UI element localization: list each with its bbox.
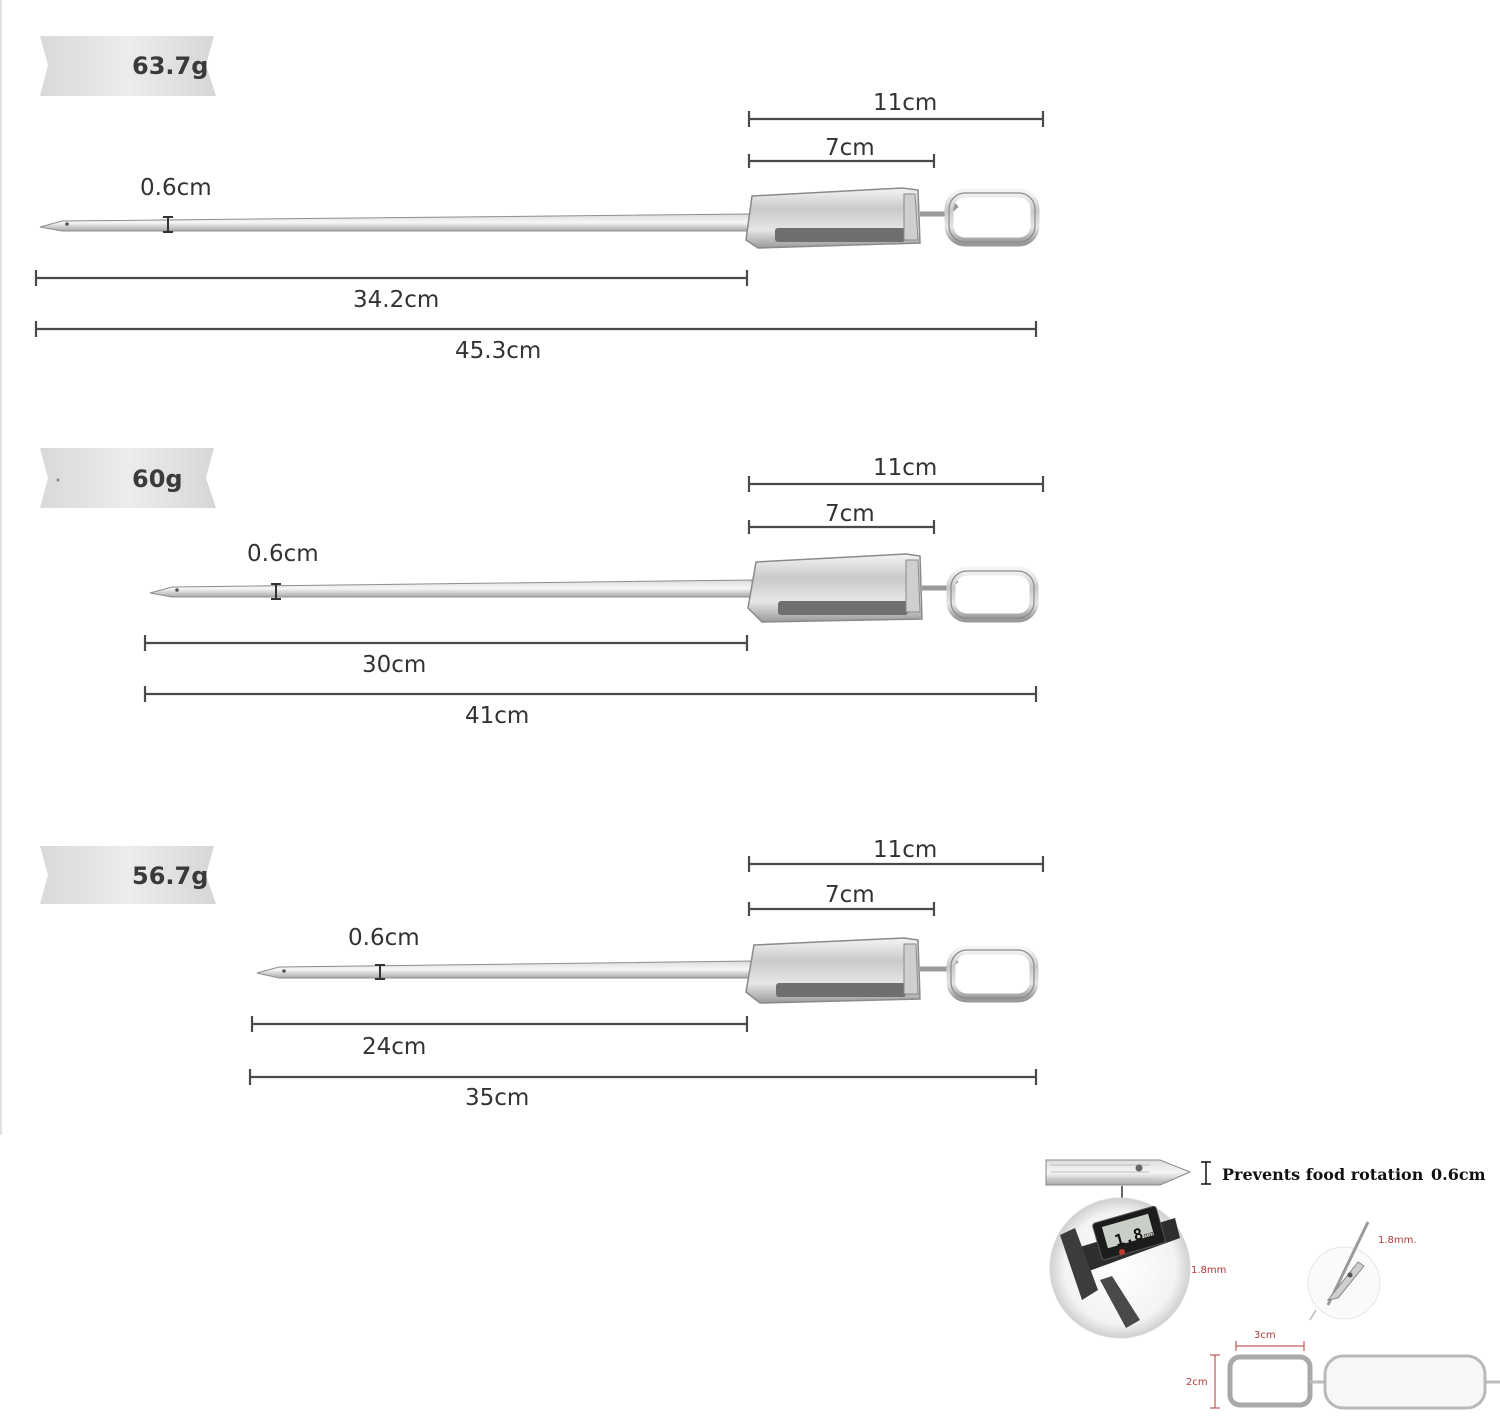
handle-total-label: 11cm	[873, 837, 937, 863]
handle-grip-label: 7cm	[825, 501, 875, 527]
caliper-unit: mm	[1143, 1230, 1156, 1240]
width-marker	[375, 964, 385, 980]
weight-label: 63.7g	[132, 52, 208, 80]
handle-grip-label: 7cm	[825, 135, 875, 161]
width-label: 0.6cm	[247, 541, 319, 567]
tip-width-marker	[1201, 1161, 1211, 1185]
blade	[256, 960, 753, 979]
thickness-label: 1.8mm	[1191, 1265, 1226, 1276]
tip-width: 0.6cm	[1431, 1165, 1486, 1184]
tip-note: Prevents food rotation	[1222, 1165, 1424, 1184]
width-label: 0.6cm	[140, 175, 212, 201]
thickness-label-2: 1.8mm.	[1378, 1235, 1417, 1246]
blade-length-label: 24cm	[362, 1034, 426, 1060]
weight-tag	[40, 846, 216, 904]
handle-grip-label: 7cm	[825, 882, 875, 908]
handle	[747, 553, 1039, 623]
blade	[149, 579, 753, 598]
width-marker	[163, 216, 173, 233]
blade-length-label: 30cm	[362, 652, 426, 678]
weight-label: 56.7g	[132, 862, 208, 890]
weight-tag	[40, 448, 216, 508]
handle	[745, 937, 1039, 1004]
handle-total-label: 11cm	[873, 90, 937, 116]
width-label: 0.6cm	[348, 925, 420, 951]
skewer-3: 56.7g 11cm 7cm 0.6cm 24cm	[40, 837, 1045, 1111]
weight-tag	[40, 36, 216, 96]
loop-closeup	[1227, 1354, 1313, 1408]
blade-length-label: 34.2cm	[353, 287, 439, 313]
total-length-label: 45.3cm	[455, 338, 541, 364]
loop-width-label: 3cm	[1254, 1330, 1276, 1341]
tip-hole	[1135, 1164, 1143, 1172]
loop-height-label: 2cm	[1186, 1377, 1208, 1388]
skewer-2: 60g 11cm 7cm 0.6cm 30cm	[40, 448, 1045, 729]
total-length-label: 41cm	[465, 703, 529, 729]
skewer-1: 63.7g 11cm 7cm 0.6cm 34.2cm	[34, 36, 1045, 364]
handle-closeup	[1323, 1354, 1487, 1410]
total-length-label: 35cm	[465, 1085, 529, 1111]
width-marker	[271, 583, 281, 600]
handle-total-label: 11cm	[873, 455, 937, 481]
detail-inset: Prevents food rotation 0.6cm 1.8 mm 1.8m…	[1045, 1159, 1500, 1410]
blade	[39, 213, 751, 232]
weight-label: 60g	[132, 465, 183, 493]
handle	[745, 187, 1040, 249]
